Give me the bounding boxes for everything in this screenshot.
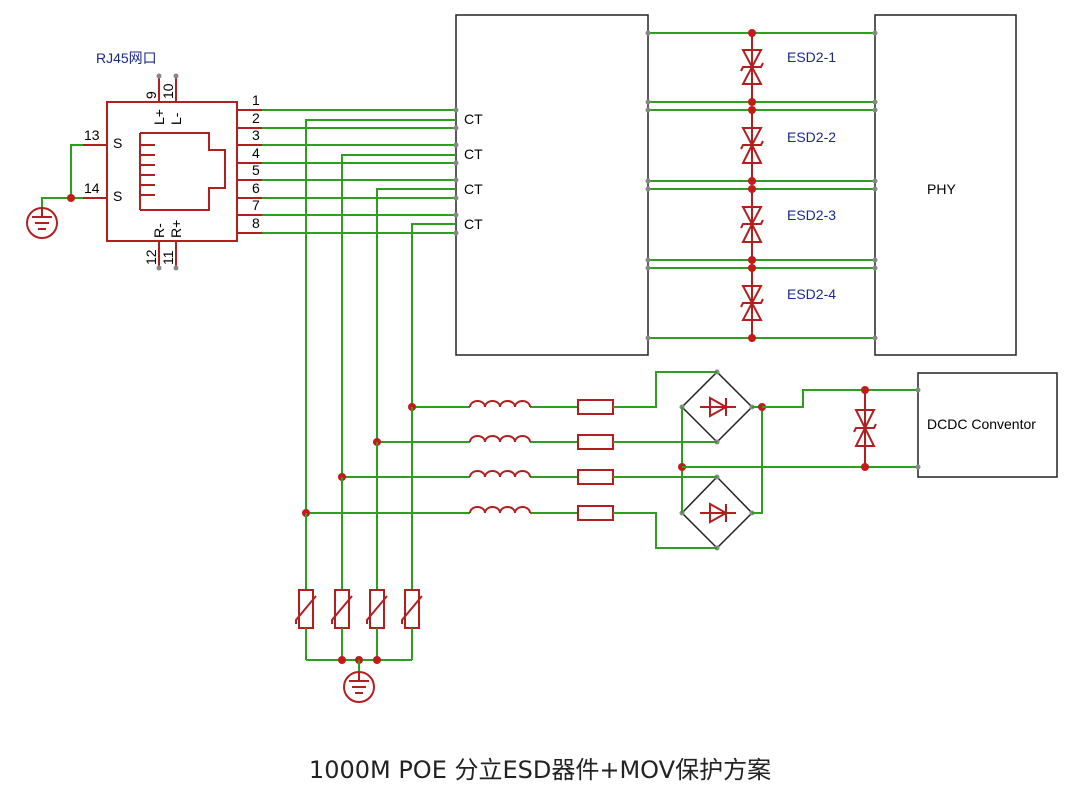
mov-1 (295, 589, 317, 629)
resistor-2 (577, 434, 614, 450)
pin-label-1: 1 (252, 92, 260, 108)
mov-4 (401, 589, 423, 629)
pin-label-5: 5 (252, 162, 260, 178)
mov-3 (366, 589, 388, 629)
esd-diode-2: ESD2-2 (740, 106, 836, 185)
esd-label-3: ESD2-3 (787, 207, 836, 223)
mov-array (295, 407, 423, 672)
inductor-2 (469, 435, 531, 443)
pin-label-10: 10 (160, 83, 176, 99)
pin-label-12: 12 (143, 249, 159, 265)
pin-label-14: 14 (84, 180, 100, 196)
bridge-wiring (613, 371, 918, 549)
resistor-1 (577, 399, 614, 415)
esd-label-2: ESD2-2 (787, 129, 836, 145)
output-tvs-diode (853, 386, 877, 471)
phy-label: PHY (927, 181, 956, 197)
phy-block: PHY (874, 14, 1017, 356)
connector-pins-right: 1 2 3 4 5 6 7 8 (237, 92, 262, 234)
ground-icon (343, 671, 375, 703)
pin-label-4: 4 (252, 145, 260, 161)
esd-diode-4: ESD2-4 (740, 264, 836, 342)
esd-diode-3: ESD2-3 (740, 185, 836, 264)
shield-label-2: S (113, 188, 122, 204)
figure-caption: 1000M POE 分立ESD器件+MOV保护方案 (308, 756, 772, 784)
dcdc-label: DCDC Conventor (927, 416, 1036, 432)
inductor-1 (469, 400, 531, 408)
inductor-4 (469, 506, 531, 514)
pin-label-r-minus: R- (151, 223, 167, 238)
pin-label-2: 2 (252, 110, 260, 126)
bridge-rectifier-1 (679, 369, 755, 445)
poe-paths (302, 399, 614, 521)
data-pair-wires (262, 107, 459, 236)
inductor-3 (469, 470, 531, 478)
pin-label-l-plus: L+ (151, 109, 167, 125)
resistor-3 (577, 469, 614, 485)
esd-label-4: ESD2-4 (787, 286, 836, 302)
ct-label-4: CT (464, 216, 483, 232)
pin-label-11: 11 (160, 250, 176, 265)
pin-label-9: 9 (143, 91, 159, 99)
phy-side-lines (645, 30, 878, 341)
shield-ground (26, 144, 83, 239)
pin-label-8: 8 (252, 215, 260, 231)
pin-label-3: 3 (252, 127, 260, 143)
rj45-connector: RJ45网口 1 2 3 4 5 6 7 8 (83, 50, 262, 271)
transformer-block: CT CT CT CT (455, 14, 649, 356)
mov-2 (331, 589, 353, 629)
pin-label-13: 13 (84, 127, 100, 143)
bridge-rectifier-2 (679, 474, 755, 551)
esd-diode-1: ESD2-1 (740, 29, 836, 106)
pin-label-r-plus: R+ (168, 220, 184, 238)
ct-label-1: CT (464, 111, 483, 127)
ct-label-2: CT (464, 146, 483, 162)
esd-label-1: ESD2-1 (787, 49, 836, 65)
ct-label-3: CT (464, 181, 483, 197)
connector-title: RJ45网口 (96, 50, 157, 66)
pin-label-6: 6 (252, 180, 260, 196)
dcdc-block: DCDC Conventor (915, 372, 1058, 478)
center-tap-wires (305, 119, 456, 513)
pin-label-7: 7 (252, 197, 260, 213)
shield-label-1: S (113, 135, 122, 151)
pin-label-l-minus: L- (168, 112, 184, 125)
resistor-4 (577, 505, 614, 521)
